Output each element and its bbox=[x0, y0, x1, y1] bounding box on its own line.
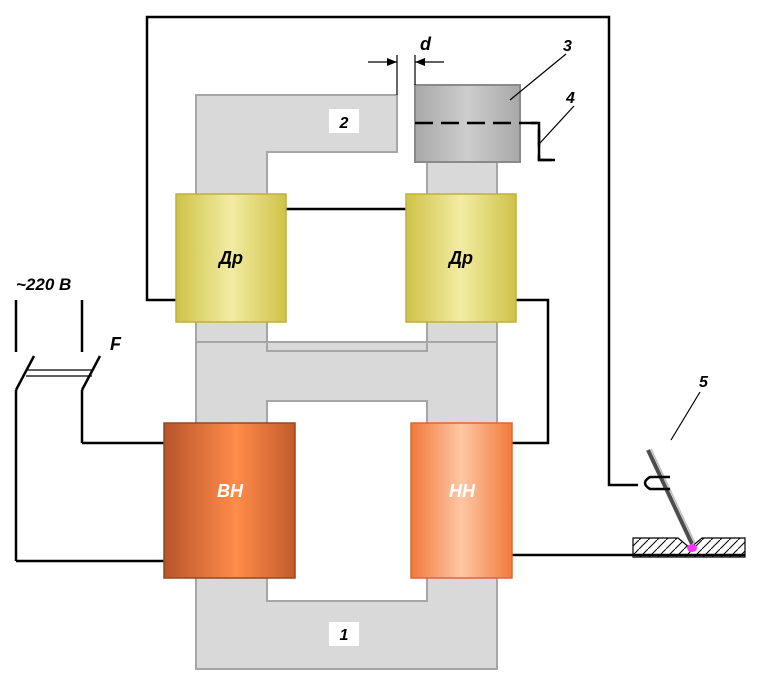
label-winding-hv: ВН bbox=[217, 481, 244, 501]
winding-hv bbox=[163, 422, 296, 579]
label-voltage: ~220 В bbox=[16, 275, 71, 294]
welding-arc bbox=[687, 544, 697, 552]
switch-f bbox=[14, 355, 102, 391]
label-winding-lv: НН bbox=[449, 481, 476, 501]
gap-dimension bbox=[368, 55, 444, 95]
label-gap: d bbox=[420, 34, 432, 54]
label-num-1: 1 bbox=[340, 627, 349, 644]
tag-box-1 bbox=[329, 622, 359, 646]
label-switch: F bbox=[110, 334, 122, 354]
label-num-3: 3 bbox=[563, 38, 572, 55]
leader-4 bbox=[539, 105, 575, 144]
electrode-holder-5 bbox=[643, 448, 696, 545]
winding-lv bbox=[410, 422, 513, 579]
label-num-4: 4 bbox=[565, 90, 575, 107]
screw-handle bbox=[531, 121, 555, 162]
label-choke-right: Др bbox=[447, 248, 473, 268]
leader-3 bbox=[509, 53, 567, 101]
choke-left bbox=[175, 193, 287, 323]
choke-right bbox=[405, 193, 517, 323]
wire-choke-to-holder bbox=[145, 15, 638, 487]
label-choke-left: Др bbox=[217, 248, 243, 268]
label-num-2: 2 bbox=[339, 115, 349, 132]
leader-5 bbox=[670, 391, 701, 441]
label-num-5: 5 bbox=[699, 374, 709, 391]
tag-box-2 bbox=[329, 109, 359, 133]
wire-choke-to-lv bbox=[512, 298, 550, 445]
